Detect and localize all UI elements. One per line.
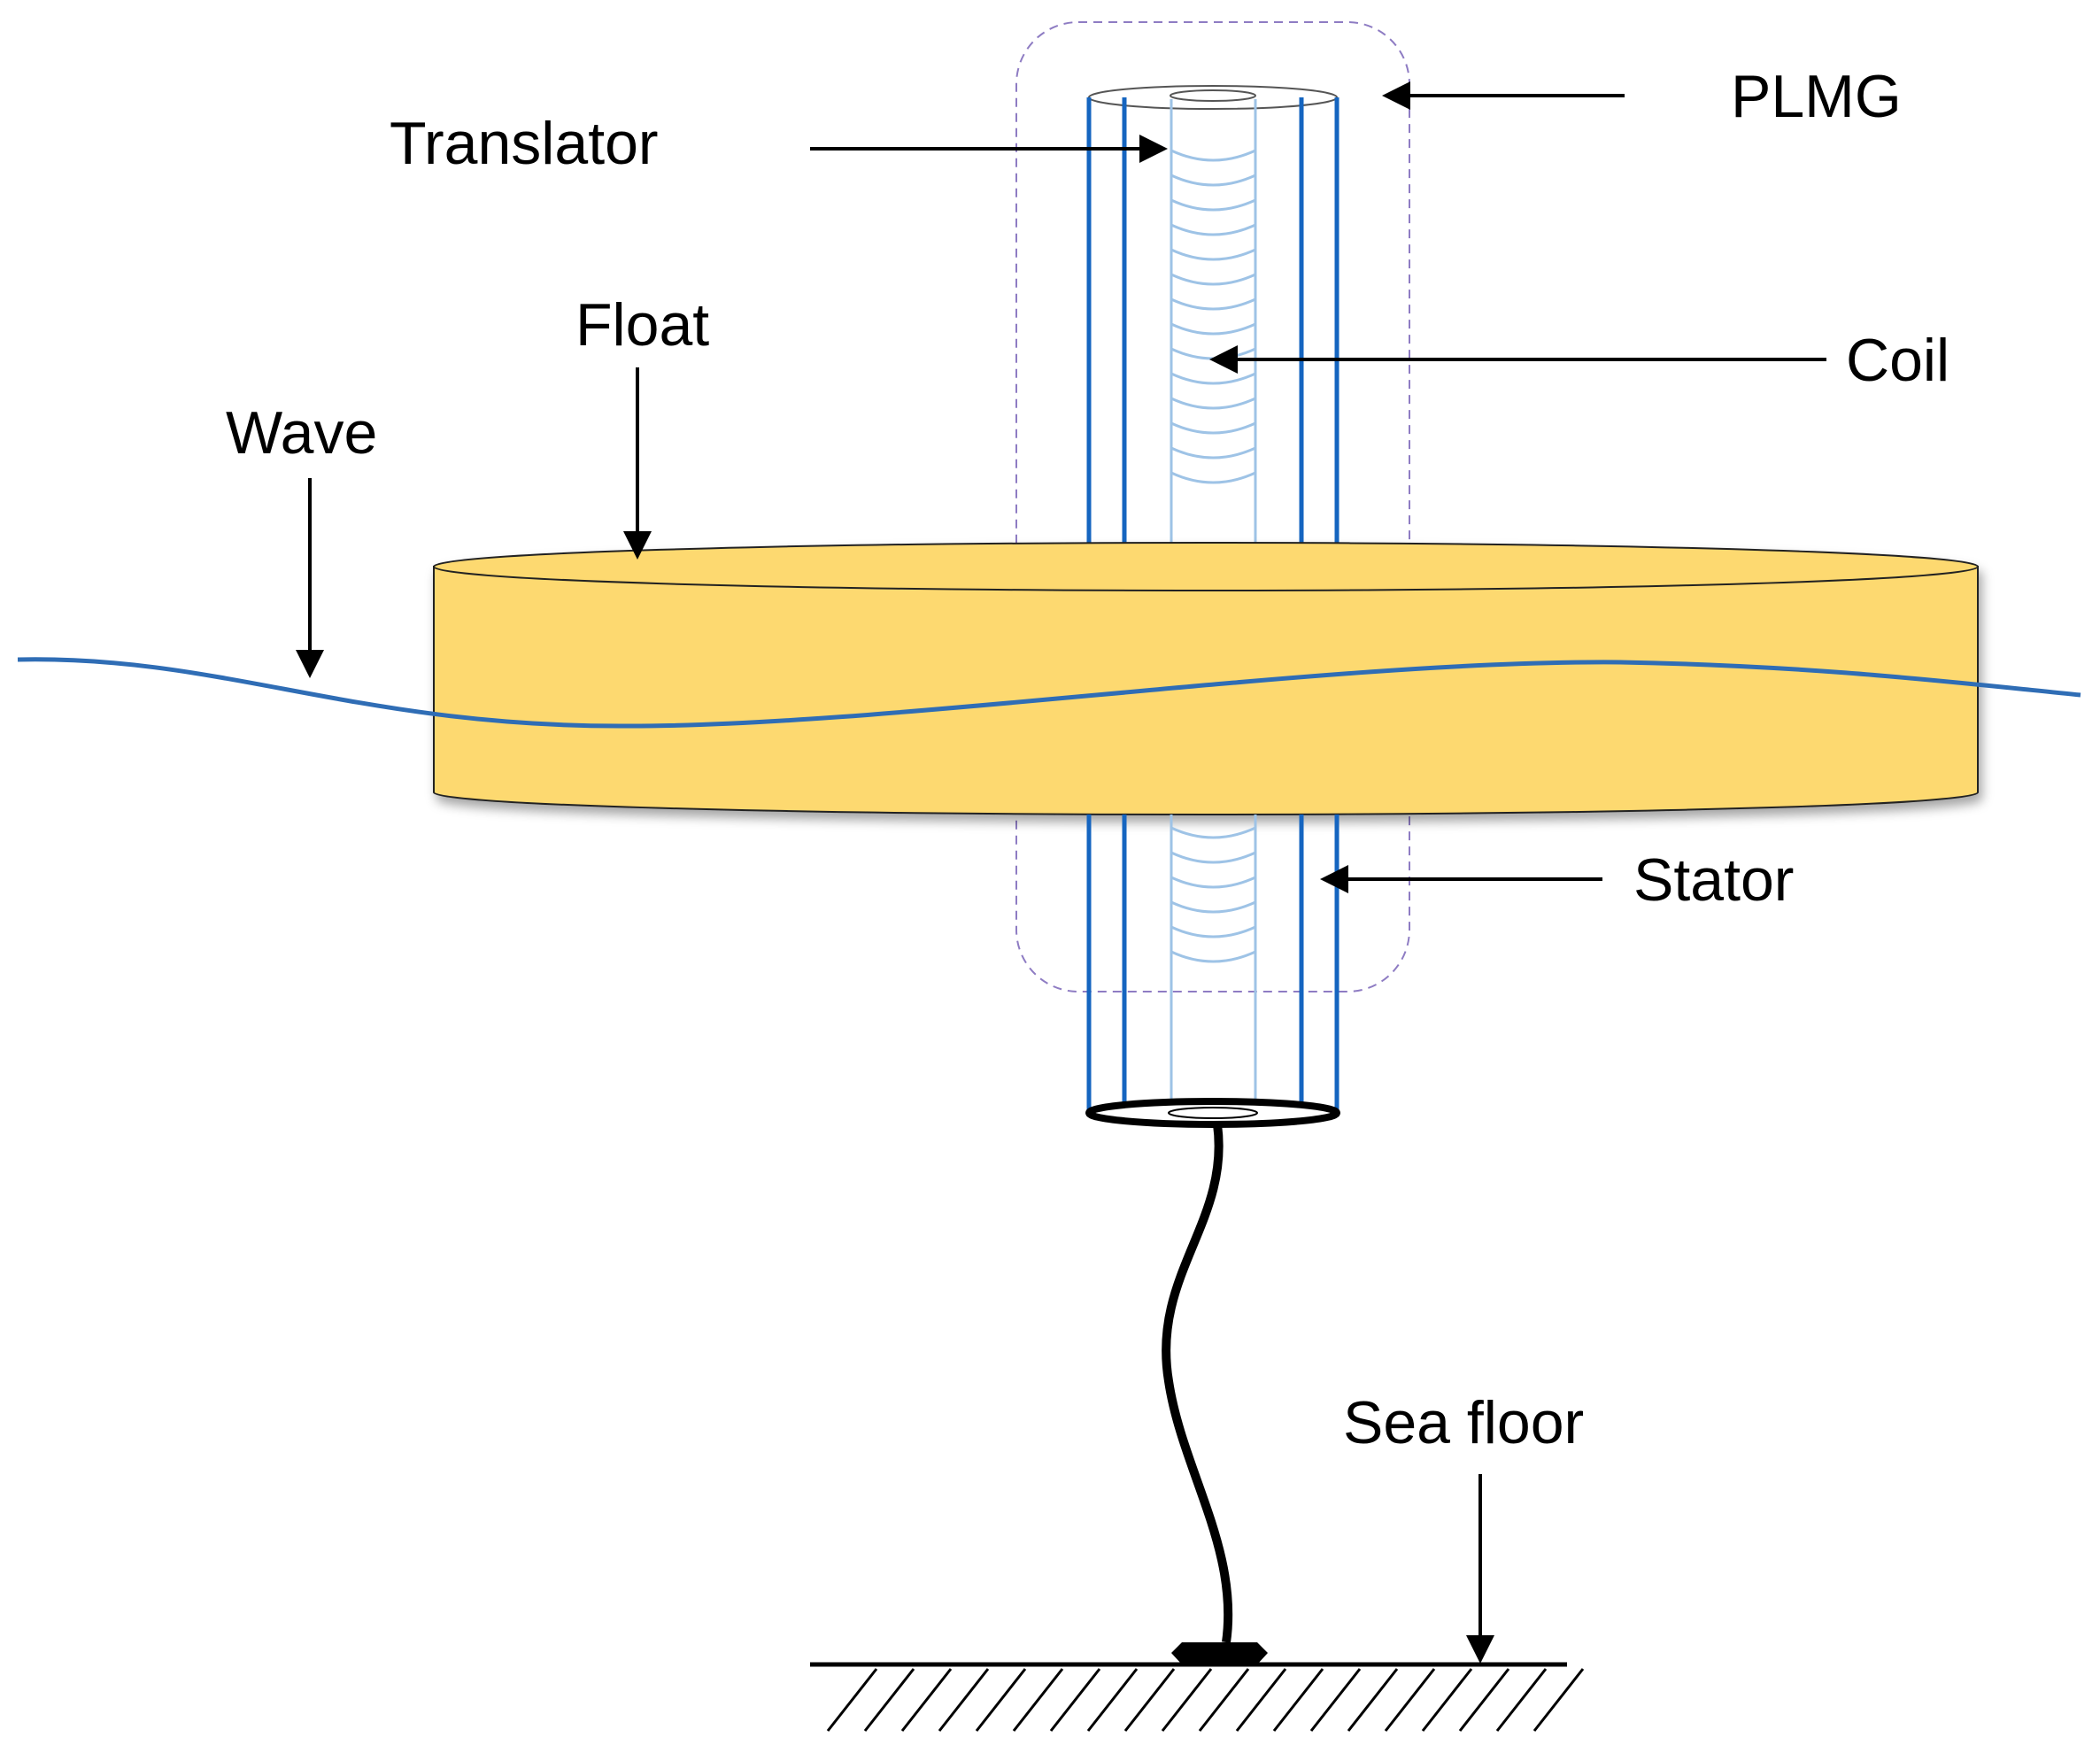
coil-winding	[1170, 397, 1256, 410]
coil-winding	[1170, 347, 1256, 360]
sea-floor-hatch	[1347, 1668, 1399, 1732]
wave-label: Wave	[226, 399, 377, 467]
sea-floor-hatch	[1235, 1668, 1287, 1732]
sea-floor-hatch	[863, 1668, 915, 1732]
sea-floor-hatch	[1421, 1668, 1473, 1732]
coil-winding	[1170, 900, 1256, 914]
plmg-label: PLMG	[1731, 63, 1902, 130]
translator-label: Translator	[390, 110, 659, 177]
coil-winding	[1170, 174, 1256, 187]
float-label: Float	[575, 291, 709, 359]
mooring-cable	[1162, 1124, 1233, 1643]
coil-winding	[1170, 273, 1256, 286]
sea-floor-hatch	[1123, 1668, 1176, 1732]
translator-lower	[1170, 815, 1257, 1111]
coil-winding	[1170, 223, 1256, 236]
sea-floor	[810, 1662, 1585, 1732]
translator-bottom-cap	[1085, 1098, 1340, 1128]
coil-label: Coil	[1846, 327, 1949, 394]
coil-winding	[1170, 876, 1256, 889]
sea-floor-hatch	[1495, 1668, 1548, 1732]
sea-floor-label: Sea floor	[1343, 1389, 1584, 1456]
coil-winding	[1170, 471, 1256, 484]
sea-floor-hatch	[1198, 1668, 1250, 1732]
coil-winding	[1170, 372, 1256, 385]
coil-lower	[1170, 826, 1256, 963]
sea-floor-hatch	[1012, 1668, 1064, 1732]
sea-floor-hatch	[900, 1668, 953, 1732]
coil-winding	[1170, 925, 1256, 938]
coil-winding	[1170, 149, 1256, 162]
wave-line	[17, 657, 2081, 729]
sea-floor-hatch	[1458, 1668, 1510, 1732]
stator-lower	[1086, 815, 1340, 1111]
sea-floor-hatch	[1272, 1668, 1324, 1732]
coil-winding	[1170, 248, 1256, 261]
anchor-block	[1171, 1642, 1268, 1664]
coil-winding	[1170, 446, 1256, 459]
sea-floor-hatch	[938, 1668, 990, 1732]
sea-floor-hatch	[1384, 1668, 1436, 1732]
translator-upper	[1170, 99, 1257, 544]
coil-winding	[1170, 297, 1256, 311]
coil-winding	[1170, 198, 1256, 212]
stator-upper	[1086, 97, 1340, 544]
coil-winding	[1170, 851, 1256, 864]
sea-floor-hatch	[1049, 1668, 1101, 1732]
sea-floor-hatch	[1161, 1668, 1213, 1732]
sea-floor-hatch	[826, 1668, 878, 1732]
sea-floor-hatch	[1533, 1668, 1585, 1732]
coil-winding	[1170, 322, 1256, 336]
sea-floor-hatch	[1086, 1668, 1139, 1732]
float	[433, 542, 1979, 815]
coil-winding	[1170, 421, 1256, 435]
coil-winding	[1170, 950, 1256, 963]
sea-floor-hatch	[975, 1668, 1027, 1732]
plmg-boundary	[1015, 21, 1410, 992]
coil-winding	[1170, 826, 1256, 839]
coil-upper	[1170, 149, 1256, 484]
stator-label: Stator	[1633, 846, 1794, 914]
sea-floor-hatch	[1309, 1668, 1362, 1732]
